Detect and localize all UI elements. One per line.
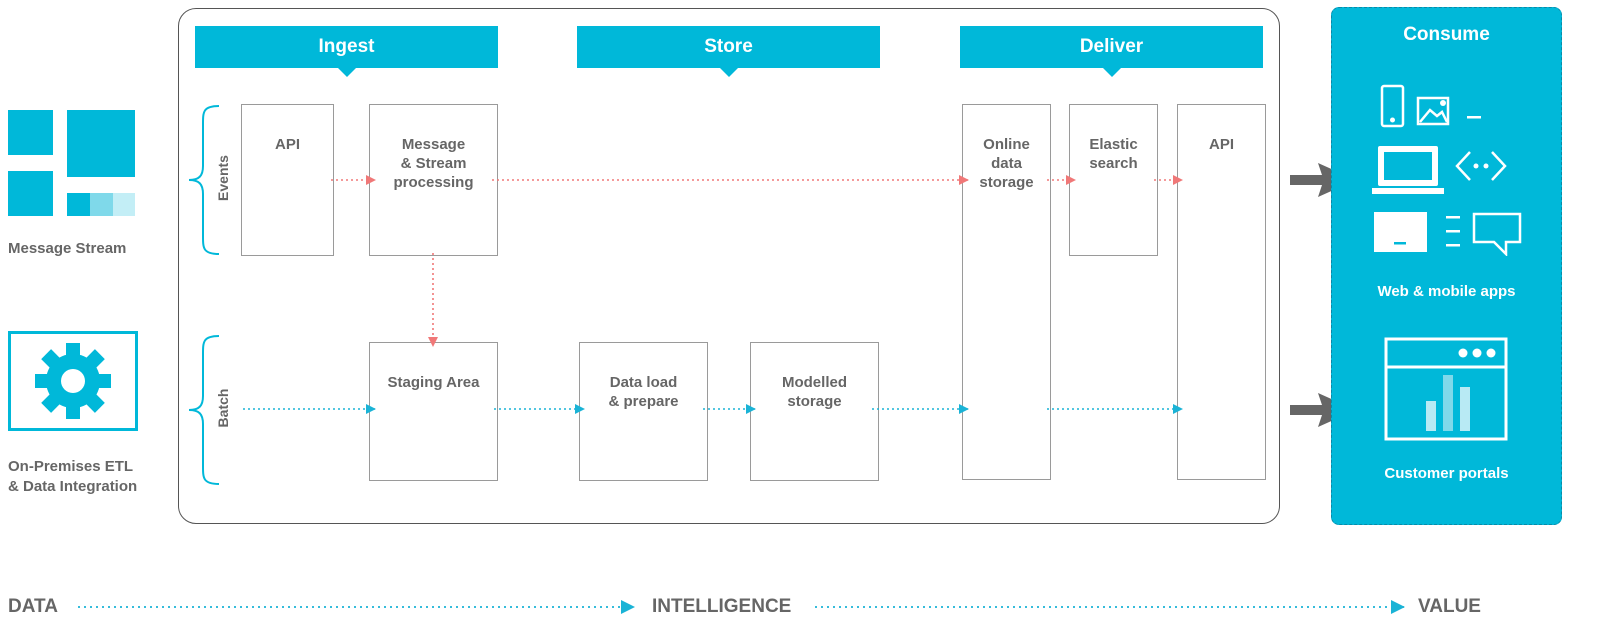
bottom-label-intelligence: INTELLIGENCE — [652, 596, 792, 617]
box-modelled-line2: storage — [787, 393, 842, 410]
header-store: Store — [577, 26, 880, 77]
bottom-label-value: VALUE — [1418, 596, 1481, 617]
consumer-label-web-mobile: Web & mobile apps — [1377, 283, 1516, 300]
box-dataload-line2: & prepare — [608, 393, 679, 410]
source-label-etl-line2: & Data Integration — [8, 478, 138, 495]
box-message-stream-processing: Message & Stream processing — [369, 104, 498, 256]
box-modelled-line1: Modelled — [781, 374, 847, 391]
box-dataload-line1: Data load — [609, 374, 678, 391]
box-message-line2: & Stream — [400, 155, 467, 172]
tiles-icon — [8, 110, 135, 216]
box-api-deliver: API — [1177, 104, 1266, 480]
consumer-label-portals: Customer portals — [1384, 465, 1509, 482]
box-online-line3: storage — [979, 174, 1034, 191]
arrow-to-portals — [1290, 393, 1356, 427]
header-ingest-label: Ingest — [318, 36, 375, 57]
source-label-etl: On-Premises ETL & Data Integration — [8, 457, 137, 497]
box-data-load: Data load & prepare — [579, 342, 708, 481]
box-message-line1: Message — [401, 136, 466, 153]
gear-icon — [8, 331, 138, 431]
pipeline-frame — [178, 8, 1280, 524]
header-ingest: Ingest — [195, 26, 498, 77]
header-deliver: Deliver — [960, 26, 1263, 77]
box-elastic-line2: search — [1089, 155, 1138, 172]
box-elastic-line1: Elastic — [1089, 136, 1138, 153]
box-api-deliver-label: API — [1208, 136, 1234, 153]
consume-panel — [1331, 7, 1562, 525]
dashboard-icon — [1384, 337, 1508, 441]
events-brace — [188, 105, 220, 255]
source-label-message-stream: Message Stream — [8, 240, 127, 257]
box-online-line2: data — [991, 155, 1022, 172]
box-elastic-search: Elastic search — [1069, 104, 1158, 256]
header-store-label: Store — [704, 36, 753, 57]
box-staging-area: Staging Area — [369, 342, 498, 481]
box-online-data-storage: Online data storage — [962, 104, 1051, 480]
box-message-line3: processing — [393, 174, 474, 191]
arrow-to-web-mobile — [1290, 163, 1356, 197]
box-staging-label: Staging Area — [387, 374, 480, 391]
box-api-ingest: API — [241, 104, 334, 256]
bottom-label-data: DATA — [8, 596, 58, 617]
batch-brace — [188, 335, 220, 485]
consume-title: Consume — [1403, 24, 1490, 45]
box-api-ingest-label: API — [274, 136, 300, 153]
box-online-line1: Online — [983, 136, 1030, 153]
source-label-etl-line1: On-Premises ETL — [8, 458, 134, 475]
devices-icon — [1372, 84, 1522, 256]
header-deliver-label: Deliver — [1079, 36, 1144, 57]
bottom-flow-arrows — [78, 600, 1405, 614]
box-modelled-storage: Modelled storage — [750, 342, 879, 481]
